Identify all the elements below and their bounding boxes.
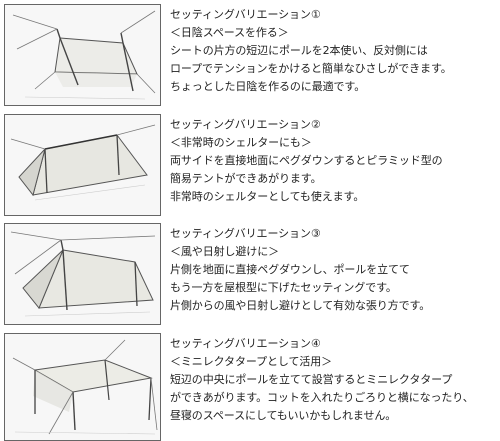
illustration-frame	[4, 223, 161, 325]
variation-description-line: 昼寝のスペースにしてもいいかもしれません。	[170, 409, 397, 422]
variation-description-line: 両サイドを直接地面にペグダウンするとピラミッド型の	[170, 154, 443, 167]
variation-text: セッティングバリエーション④ ＜ミニレクタタープとして活用＞ 短辺の中央にポール…	[170, 335, 498, 425]
variation-subtitle: ＜日陰スペースを作る＞	[170, 26, 289, 39]
variation-description-line: ちょっとした日陰を作るのに最適です。	[170, 80, 366, 93]
variation-title: セッティングバリエーション③	[170, 227, 321, 240]
variation-subtitle: ＜ミニレクタタープとして活用＞	[170, 355, 333, 368]
variation-description-line: 簡易テントができあがります。	[170, 172, 322, 185]
variation-description-line: ができあがります。コットを入れたりごろりと横になったり、	[170, 391, 474, 404]
illustration-frame	[4, 333, 161, 441]
illustration-frame	[4, 114, 161, 216]
variation-title: セッティングバリエーション②	[170, 118, 321, 131]
variation-title: セッティングバリエーション①	[170, 8, 321, 21]
variation-subtitle: ＜非常時のシェルターにも＞	[170, 136, 312, 149]
tarp-mini-lecta-icon	[5, 334, 160, 440]
tarp-windbreak-icon	[5, 224, 160, 324]
variation-1: セッティングバリエーション① ＜日陰スペースを作る＞ シートの片方の短辺にポール…	[0, 0, 500, 107]
tarp-half-shade-icon	[5, 5, 160, 105]
variation-description-line: 片側を地面に直接ペグダウンし、ポールを立てて	[170, 263, 410, 276]
variation-text: セッティングバリエーション③ ＜風や日射し避けに＞ 片側を地面に直接ペグダウンし…	[170, 225, 498, 315]
variation-title: セッティングバリエーション④	[170, 337, 321, 350]
variation-4: セッティングバリエーション④ ＜ミニレクタタープとして活用＞ 短辺の中央にポール…	[0, 329, 500, 441]
variation-text: セッティングバリエーション① ＜日陰スペースを作る＞ シートの片方の短辺にポール…	[170, 6, 498, 96]
variation-description-line: ロープでテンションをかけると簡単なひさしができます。	[170, 62, 452, 75]
variation-text: セッティングバリエーション② ＜非常時のシェルターにも＞ 両サイドを直接地面にペ…	[170, 116, 498, 206]
variation-description-line: 短辺の中央にポールを立てて設営するとミニレクタタープ	[170, 373, 453, 386]
variation-description-line: 片側からの風や日射し避けとして有効な張り方です。	[170, 299, 431, 312]
variation-description-line: もう一方を屋根型に下げたセッティングです。	[170, 281, 397, 294]
variation-description-line: 非常時のシェルターとしても使えます。	[170, 190, 365, 203]
variation-subtitle: ＜風や日射し避けに＞	[170, 245, 279, 258]
illustration-frame	[4, 4, 161, 106]
tarp-a-frame-shelter-icon	[5, 115, 160, 215]
variation-2: セッティングバリエーション② ＜非常時のシェルターにも＞ 両サイドを直接地面にペ…	[0, 110, 500, 216]
variation-3: セッティングバリエーション③ ＜風や日射し避けに＞ 片側を地面に直接ペグダウンし…	[0, 219, 500, 326]
variation-description-line: シートの片方の短辺にポールを2本使い、反対側には	[170, 44, 428, 57]
